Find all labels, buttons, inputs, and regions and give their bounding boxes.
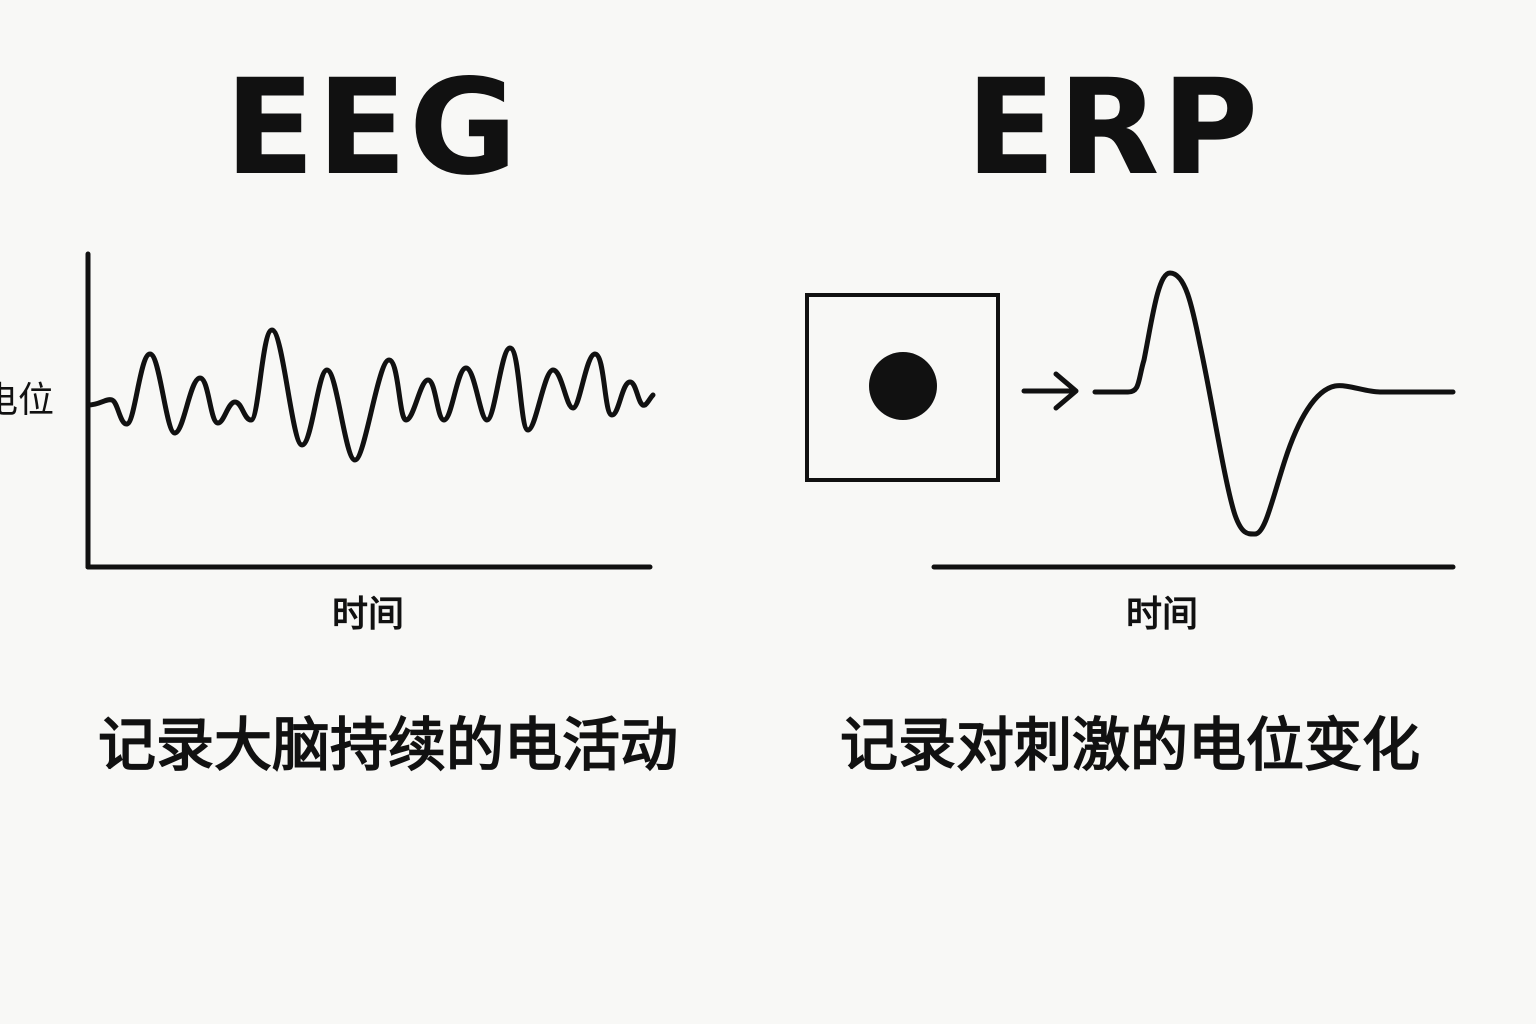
erp-caption: 记录对刺激的电位变化 [839,711,1421,779]
erp-title: ERP [965,51,1261,205]
eeg-waveform [85,327,656,463]
erp-x-axis-label: 时间 [1125,594,1199,635]
eeg-y-axis-label: 电位 [0,380,55,421]
stimulus-box-icon [805,293,1000,482]
eeg-caption: 记录大脑持续的电活动 [97,711,679,779]
right-arrow-icon [1021,371,1079,411]
erp-waveform [1092,270,1456,537]
eeg-x-axis-label: 时间 [331,594,405,635]
eeg-title: EEG [224,51,520,205]
stimulus-dot-icon [869,352,937,420]
